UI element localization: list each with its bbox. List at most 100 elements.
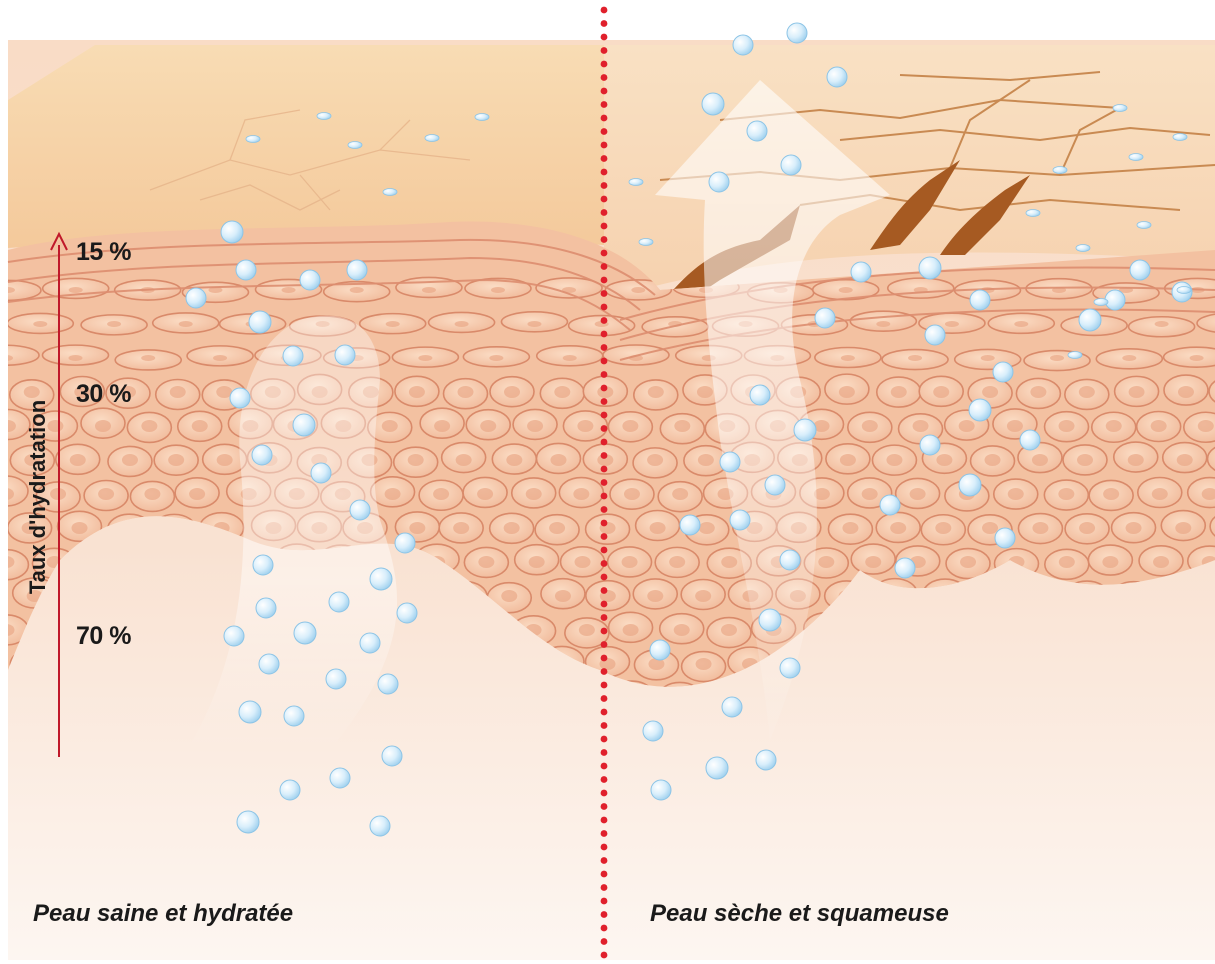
cell-nucleus — [433, 488, 449, 500]
cell-nucleus — [1030, 386, 1046, 398]
divider-dot — [601, 169, 608, 176]
cell-nucleus — [933, 386, 949, 398]
cell-nucleus — [453, 522, 469, 534]
water-drop — [253, 555, 273, 575]
divider-dot — [601, 776, 608, 783]
cell-nucleus — [699, 522, 715, 534]
water-drop — [311, 463, 331, 483]
water-drop — [236, 260, 256, 280]
cell-nucleus — [504, 522, 520, 534]
water-drop — [294, 622, 316, 644]
cell-nucleus — [982, 522, 998, 534]
cell-nucleus — [936, 454, 952, 466]
cell-nucleus — [960, 556, 976, 568]
water-drop — [650, 640, 670, 660]
cell-nucleus — [506, 454, 522, 466]
water-drop — [259, 654, 279, 674]
water-drop — [237, 811, 259, 833]
cell-nucleus — [72, 522, 88, 534]
cell-nucleus — [981, 355, 995, 361]
cell-nucleus — [549, 522, 565, 534]
small-water-drop — [629, 179, 643, 186]
divider-dot — [601, 196, 608, 203]
divider-dot — [601, 614, 608, 621]
cell-nucleus — [170, 386, 186, 398]
divider-dot — [601, 682, 608, 689]
cell-nucleus — [647, 454, 663, 466]
water-drop — [326, 669, 346, 689]
cell-nucleus — [458, 386, 474, 398]
cell-nucleus — [480, 420, 496, 432]
small-water-drop — [425, 135, 439, 142]
cell-nucleus — [527, 321, 541, 327]
cell-nucleus — [622, 420, 638, 432]
cell-nucleus — [68, 355, 82, 361]
cell-nucleus — [876, 321, 890, 327]
divider-dot — [601, 371, 608, 378]
cell-nucleus — [422, 287, 436, 293]
small-water-drop — [1026, 210, 1040, 217]
hydration-level-70: 70 % — [76, 622, 131, 651]
cell-nucleus — [865, 556, 881, 568]
divider-dot — [601, 574, 608, 581]
cell-nucleus — [554, 386, 570, 398]
water-drop — [370, 816, 390, 836]
cell-nucleus — [434, 420, 450, 432]
cell-nucleus — [478, 556, 494, 568]
cell-nucleus — [721, 624, 737, 636]
divider-dot — [601, 533, 608, 540]
cell-nucleus — [95, 420, 111, 432]
cell-nucleus — [1008, 488, 1024, 500]
small-water-drop — [1068, 352, 1082, 359]
cell-nucleus — [141, 355, 155, 361]
cell-nucleus — [1178, 386, 1194, 398]
cell-nucleus — [526, 488, 542, 500]
water-drop — [280, 780, 300, 800]
divider-dot — [601, 898, 608, 905]
cell-nucleus — [456, 454, 472, 466]
divider-dot — [601, 695, 608, 702]
divider-dot — [601, 128, 608, 135]
divider-dot — [601, 425, 608, 432]
water-drop — [360, 633, 380, 653]
cell-nucleus — [698, 454, 714, 466]
water-drop — [283, 346, 303, 366]
water-drop — [249, 311, 271, 333]
divider-dot — [601, 493, 608, 500]
cell-nucleus — [647, 590, 663, 602]
divider-dot — [601, 911, 608, 918]
small-water-drop — [317, 113, 331, 120]
cell-nucleus — [33, 321, 47, 327]
small-water-drop — [383, 189, 397, 196]
water-drop — [756, 750, 776, 770]
divider-dot — [601, 506, 608, 513]
small-water-drop — [475, 114, 489, 121]
cell-nucleus — [385, 488, 401, 500]
divider-dot — [601, 668, 608, 675]
divider-dot — [601, 547, 608, 554]
water-drop — [382, 746, 402, 766]
divider-dot — [601, 155, 608, 162]
divider-dot — [601, 830, 608, 837]
water-drop — [350, 500, 370, 520]
divider-dot — [601, 317, 608, 324]
water-drop — [787, 23, 807, 43]
water-drop — [239, 701, 261, 723]
divider-dot — [601, 290, 608, 297]
divider-dot — [601, 182, 608, 189]
water-drop — [827, 67, 847, 87]
water-drop — [329, 592, 349, 612]
cell-nucleus — [455, 321, 469, 327]
divider-dot — [601, 209, 608, 216]
divider-dot — [601, 142, 608, 149]
water-drop — [1079, 309, 1101, 331]
divider-dot — [601, 34, 608, 41]
water-drop — [780, 658, 800, 678]
divider-dot — [601, 439, 608, 446]
divider-dot — [601, 7, 608, 14]
water-drop — [995, 528, 1015, 548]
cell-nucleus — [648, 386, 664, 398]
cell-nucleus — [1007, 420, 1023, 432]
water-drop — [880, 495, 900, 515]
caption-healthy-skin: Peau saine et hydratée — [33, 900, 293, 928]
